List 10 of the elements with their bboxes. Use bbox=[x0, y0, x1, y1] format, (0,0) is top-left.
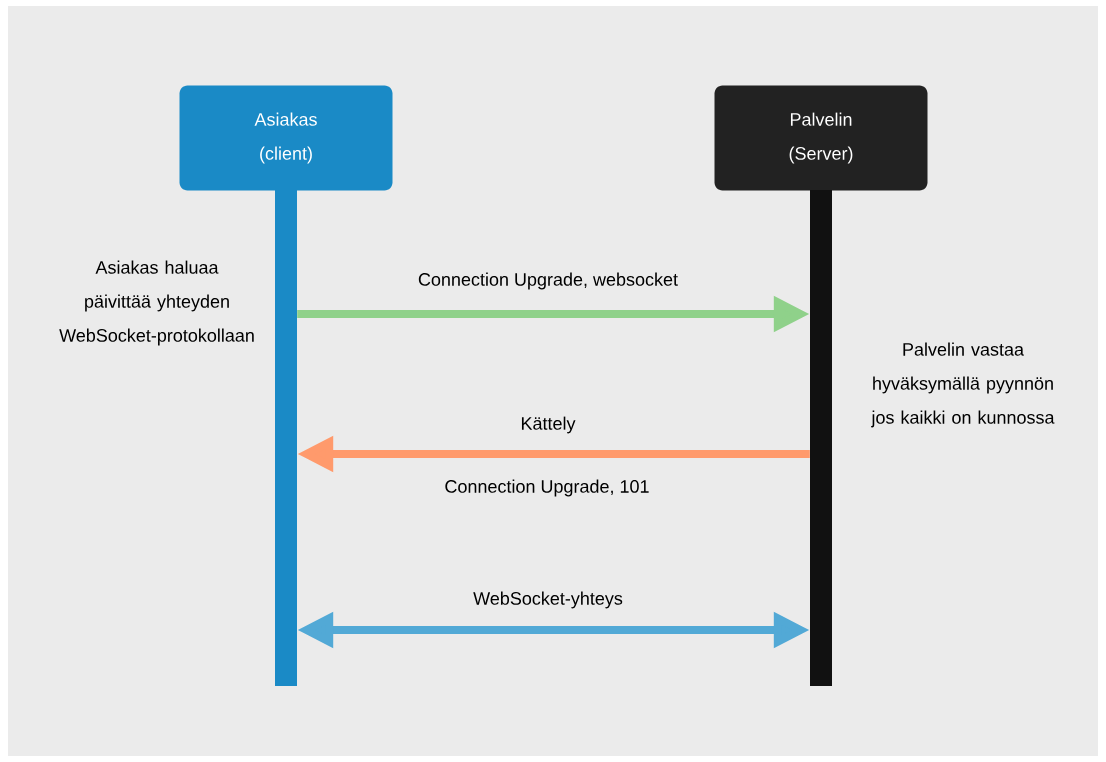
edge-label: Kättely bbox=[521, 416, 576, 434]
participant-box: Asiakas (client) bbox=[179, 85, 393, 191]
lifeline-bar bbox=[810, 190, 832, 686]
edge-label: Connection Upgrade, websocket bbox=[418, 272, 678, 290]
lifeline-bar bbox=[275, 190, 297, 686]
response-label: Connection Upgrade, 101 bbox=[445, 479, 649, 497]
participant-box: Palvelin (Server) bbox=[714, 85, 928, 191]
note-text: Palvelin vastaa hyväksymällä pyynnön jos kaikki on kunnossa bbox=[871, 342, 1055, 428]
edge-label: WebSocket-yhteys bbox=[473, 591, 623, 609]
note-text: Asiakas haluaa päivittää yhteyden WebSocket-protokollaan bbox=[59, 260, 254, 346]
